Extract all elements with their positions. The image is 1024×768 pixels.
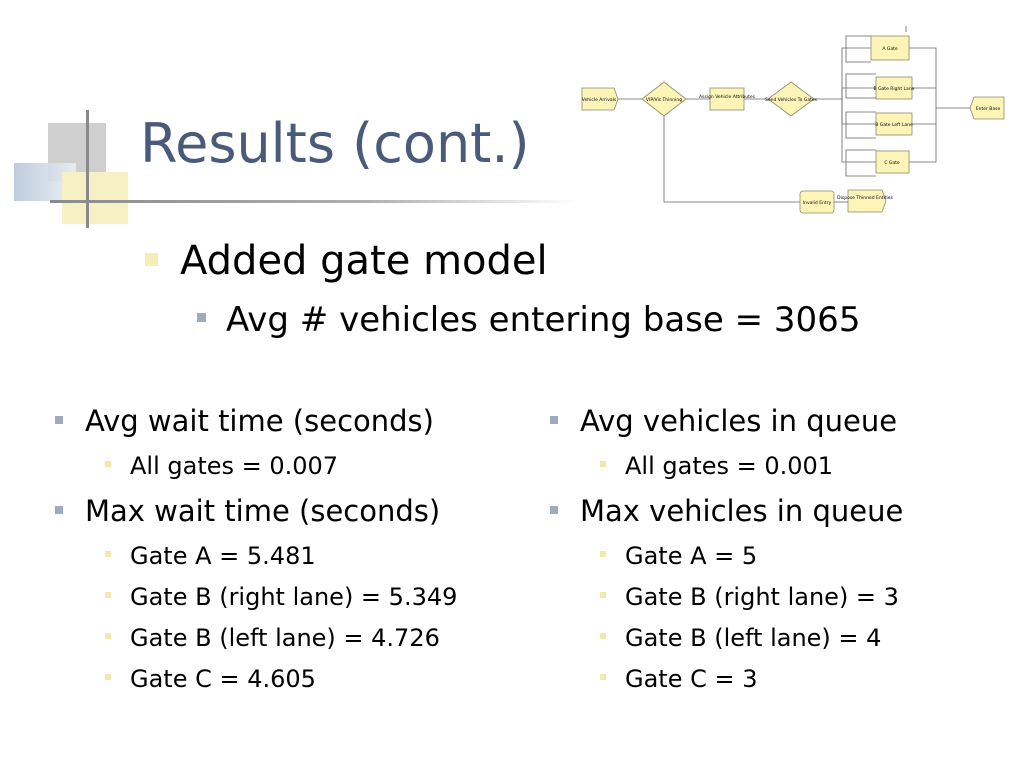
bullet-square-icon	[600, 633, 606, 639]
bullet-square-icon	[105, 461, 111, 467]
bullet-text: Added gate model	[180, 238, 548, 284]
node-invalid-entry: Invalid Entry	[799, 190, 835, 214]
bullet-square-icon	[55, 506, 63, 514]
subitem-label: Gate C = 4.605	[130, 665, 316, 693]
bullet-square-icon	[550, 416, 558, 424]
subitem-label: All gates = 0.007	[130, 452, 339, 480]
bullet-level2: Avg # vehicles entering base = 3065	[197, 300, 860, 340]
bullet-square-icon	[550, 506, 558, 514]
item-label: Max vehicles in queue	[580, 494, 904, 528]
node-label: VIP/Vis Thinning	[646, 97, 682, 103]
node-label: Invalid Entry	[803, 200, 832, 206]
node-vehicle-arrivals: Vehicle Arrivals	[581, 87, 619, 111]
bullet-square-icon	[105, 592, 111, 598]
node-label: Assign Vehicle Attributes	[699, 94, 756, 100]
subitem-label: Gate C = 3	[625, 665, 758, 693]
bullet-square-icon	[600, 592, 606, 598]
bullet-square-icon	[105, 551, 111, 557]
decor-square-yellow	[62, 172, 128, 224]
node-label: Enter Base	[976, 106, 1001, 112]
node-enter-base: Enter Base	[969, 96, 1005, 120]
bullet-square-icon	[105, 674, 111, 680]
title-underline	[50, 200, 580, 203]
slide-title: Results (cont.)	[140, 112, 530, 175]
gate-model-diagram: Vehicle Arrivals VIP/Vis Thinning Assign…	[581, 26, 1005, 214]
decor-vertical-line	[86, 110, 89, 228]
subitem-label: Gate B (right lane) = 5.349	[130, 583, 458, 611]
node-b-gate-right-lane: B Gate Right Lane	[874, 76, 915, 100]
list-subitem: Gate B (left lane) = 4.726	[105, 624, 440, 652]
bullet-square-icon	[105, 633, 111, 639]
diagram-connectors	[616, 26, 970, 203]
item-label: Avg wait time (seconds)	[85, 404, 434, 438]
subitem-label: Gate A = 5	[625, 542, 758, 570]
node-label: C Gate	[884, 160, 900, 166]
bullet-square-icon	[600, 461, 606, 467]
bullet-square-icon	[55, 416, 63, 424]
bullet-level1: Added gate model	[145, 238, 548, 284]
node-send-vehicles-to-gates: Send Vehicles To Gates	[765, 81, 818, 117]
item-label: Avg vehicles in queue	[580, 404, 898, 438]
node-b-gate-left-lane: B Gate Left Lane	[875, 112, 913, 136]
list-subitem: Gate B (right lane) = 3	[600, 583, 899, 611]
list-subitem: All gates = 0.007	[105, 452, 338, 480]
node-label: A Gate	[882, 46, 898, 52]
list-item: Max vehicles in queue	[550, 494, 903, 528]
list-subitem: Gate C = 4.605	[105, 665, 316, 693]
node-label: B Gate Left Lane	[875, 122, 913, 128]
subitem-label: All gates = 0.001	[625, 452, 834, 480]
list-item: Avg vehicles in queue	[550, 404, 897, 438]
list-item: Avg wait time (seconds)	[55, 404, 434, 438]
node-label: B Gate Right Lane	[874, 86, 915, 92]
list-subitem: All gates = 0.001	[600, 452, 833, 480]
list-item: Max wait time (seconds)	[55, 494, 440, 528]
node-c-gate: C Gate	[875, 150, 910, 174]
node-label: Vehicle Arrivals	[582, 97, 617, 103]
node-dispose-thinned-entities: Dispose Thinned Entities	[837, 189, 893, 213]
node-label: Dispose Thinned Entities	[837, 195, 893, 201]
list-subitem: Gate B (right lane) = 5.349	[105, 583, 457, 611]
list-subitem: Gate A = 5	[600, 542, 757, 570]
bullet-square-icon	[600, 551, 606, 557]
bullet-square-icon	[145, 252, 158, 266]
bullet-square-icon	[600, 674, 606, 680]
subitem-label: Gate A = 5.481	[130, 542, 316, 570]
right-column: Avg vehicles in queue All gates = 0.001 …	[550, 0, 1010, 768]
node-a-gate: A Gate	[870, 35, 910, 61]
subitem-label: Gate B (left lane) = 4.726	[130, 624, 440, 652]
node-vip-thinning: VIP/Vis Thinning	[641, 81, 687, 117]
list-subitem: Gate C = 3	[600, 665, 758, 693]
node-assign-vehicle-attributes: Assign Vehicle Attributes	[699, 87, 756, 111]
node-label: Send Vehicles To Gates	[765, 97, 818, 103]
subitem-label: Gate B (right lane) = 3	[625, 583, 899, 611]
list-subitem: Gate B (left lane) = 4	[600, 624, 881, 652]
left-column: Avg wait time (seconds) All gates = 0.00…	[55, 0, 515, 768]
item-label: Max wait time (seconds)	[85, 494, 441, 528]
bullet-text: Avg # vehicles entering base = 3065	[226, 300, 861, 340]
subitem-label: Gate B (left lane) = 4	[625, 624, 882, 652]
list-subitem: Gate A = 5.481	[105, 542, 316, 570]
bullet-square-icon	[197, 313, 206, 322]
